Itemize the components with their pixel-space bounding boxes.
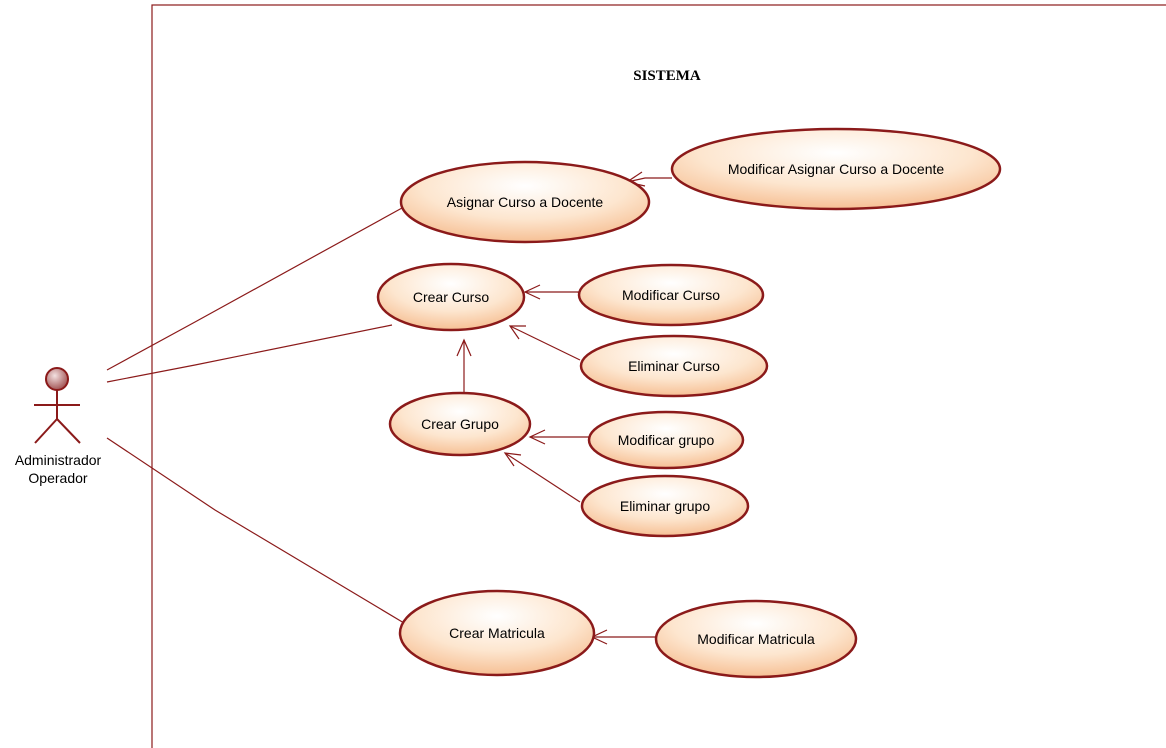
arrow-eliminar-curso-to-crear-curso xyxy=(508,325,581,361)
association-actor-crear-curso xyxy=(106,324,393,383)
actor-label-line2: Operador xyxy=(28,470,87,486)
use-case-crear-curso[interactable]: Crear Curso xyxy=(376,262,526,332)
actor-label-line1: Administrador xyxy=(15,452,102,468)
use-case-eliminar-curso[interactable]: Eliminar Curso xyxy=(579,334,769,398)
use-case-modificar-asignar-curso-docente[interactable]: Modificar Asignar Curso a Docente xyxy=(670,127,1002,211)
actor-right-leg xyxy=(56,418,81,444)
arrow-eliminar-grupo-to-crear-grupo xyxy=(503,452,581,503)
association-actor-crear-matricula xyxy=(106,437,405,624)
actor-head xyxy=(45,367,69,391)
use-case-crear-grupo[interactable]: Crear Grupo xyxy=(388,391,532,457)
use-case-label: Eliminar Curso xyxy=(628,358,720,374)
use-case-asignar-curso-docente[interactable]: Asignar Curso a Docente xyxy=(399,160,651,244)
use-case-eliminar-grupo[interactable]: Eliminar grupo xyxy=(580,474,750,538)
use-case-modificar-grupo[interactable]: Modificar grupo xyxy=(587,410,745,470)
use-case-modificar-curso[interactable]: Modificar Curso xyxy=(577,263,765,327)
use-case-label: Asignar Curso a Docente xyxy=(447,194,604,210)
use-case-label: Crear Curso xyxy=(413,289,489,305)
use-case-label: Modificar grupo xyxy=(618,432,715,448)
actor-administrador-operador[interactable]: Administrador Operador xyxy=(15,367,102,486)
system-title: SISTEMA xyxy=(633,68,701,84)
arrow-modificar-matricula-to-crear-matricula xyxy=(590,629,657,645)
use-case-label: Crear Matricula xyxy=(449,625,545,641)
association-actor-asignar-curso xyxy=(106,207,403,371)
use-case-label: Modificar Matricula xyxy=(697,631,815,647)
system-boundary xyxy=(151,4,1166,748)
use-case-label: Crear Grupo xyxy=(421,416,499,432)
use-case-label: Eliminar grupo xyxy=(620,498,710,514)
use-case-label: Modificar Asignar Curso a Docente xyxy=(728,161,945,177)
use-case-label: Modificar Curso xyxy=(622,287,720,303)
arrow-modificar-curso-to-crear-curso xyxy=(523,284,581,300)
arrow-modificar-grupo-to-crear-grupo xyxy=(528,429,590,445)
arrow-crear-grupo-to-crear-curso xyxy=(456,338,472,395)
use-case-modificar-matricula[interactable]: Modificar Matricula xyxy=(654,599,858,679)
actor-left-leg xyxy=(34,418,58,444)
use-case-crear-matricula[interactable]: Crear Matricula xyxy=(398,589,596,677)
